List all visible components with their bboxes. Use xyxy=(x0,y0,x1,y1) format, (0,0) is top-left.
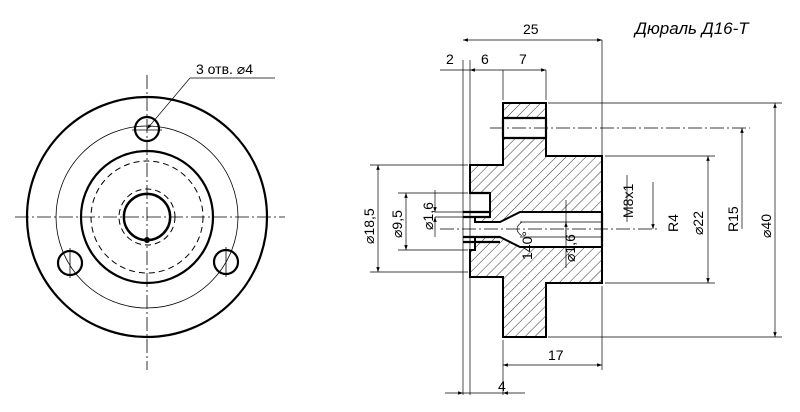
upper-lug-section xyxy=(502,102,547,119)
outer-circle-dia40 xyxy=(25,95,269,339)
dim-4: 4 xyxy=(498,378,506,394)
center-hole-dot xyxy=(144,237,150,243)
dim-angle-140: 140° xyxy=(519,231,535,260)
dim-dia1-6-top: ⌀1,6 xyxy=(420,202,436,230)
hidden-circle-dia18-5 xyxy=(90,160,204,274)
dim-r4: R4 xyxy=(665,214,681,232)
dim-dia18-5: ⌀18,5 xyxy=(361,208,377,244)
dim-dia9-5: ⌀9,5 xyxy=(389,210,405,238)
section-view: 25 2 6 7 17 4 ⌀18,5 ⌀9,5 ⌀1,6 140° xyxy=(361,21,782,395)
dim-6: 6 xyxy=(481,51,489,67)
dim-thread-m8: M8x1 xyxy=(620,184,636,218)
dim-dia1-6-bottom: ⌀1,6 xyxy=(562,234,578,262)
hub-circle-dia22 xyxy=(79,149,215,285)
dim-2: 2 xyxy=(446,51,454,67)
mount-hole-top xyxy=(133,115,161,143)
lower-body-section xyxy=(469,236,603,338)
holes-leader xyxy=(146,77,191,130)
dim-dia40: ⌀40 xyxy=(758,214,774,238)
front-view: 3 отв. ⌀4 xyxy=(15,61,285,370)
material-title: Дюраль Д16-Т xyxy=(633,19,750,38)
upper-body-section xyxy=(469,137,603,223)
dim-dia22: ⌀22 xyxy=(690,211,706,235)
dim-total-length: 25 xyxy=(523,21,539,37)
dim-7: 7 xyxy=(519,51,527,67)
holes-note: 3 отв. ⌀4 xyxy=(196,61,253,77)
dim-r15: R15 xyxy=(725,206,741,232)
dim-17: 17 xyxy=(548,347,564,363)
hidden-circle-dia9-5 xyxy=(118,188,176,246)
